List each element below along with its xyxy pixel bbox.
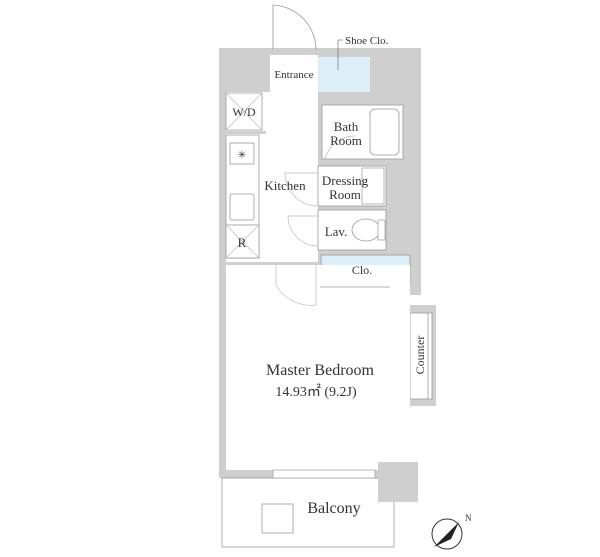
label-lavatory: Lav. <box>325 224 348 239</box>
master-bedroom <box>226 265 410 470</box>
label-master-bedroom: Master Bedroom <box>266 362 375 379</box>
entrance <box>270 55 318 92</box>
bedroom-door <box>275 265 317 306</box>
toilet-icon <box>351 218 381 242</box>
hatch-icon <box>261 503 294 534</box>
label-closet: Clo. <box>352 263 372 277</box>
sink-icon <box>229 193 255 221</box>
lavatory-door <box>287 215 319 247</box>
label-master-bedroom-area: 14.93㎡ (9.2J) <box>275 384 357 400</box>
entrance-door <box>272 4 317 51</box>
dressing-door <box>284 172 319 207</box>
bathtub-icon <box>369 108 400 156</box>
label-counter: Counter <box>413 336 427 375</box>
label-bath-room: Room <box>330 133 362 148</box>
compass-north-label: N <box>465 513 472 523</box>
label-dressing-room: Room <box>329 187 361 202</box>
label-washer-dryer: W/D <box>232 105 256 119</box>
svg-text:✳: ✳ <box>238 150 246 161</box>
label-dressing: Dressing <box>322 173 369 188</box>
label-kitchen: Kitchen <box>264 178 306 193</box>
label-shoe-closet: Shoe Clo. <box>345 35 389 47</box>
label-balcony: Balcony <box>307 500 360 517</box>
compass-icon: N <box>431 513 472 550</box>
stove-icon <box>229 142 255 165</box>
balcony-window <box>272 469 376 479</box>
balcony <box>221 477 395 548</box>
shoe-closet <box>318 57 370 92</box>
label-entrance: Entrance <box>274 69 313 81</box>
label-refrigerator: R <box>238 235 247 250</box>
bath-door <box>324 135 356 161</box>
label-bath: Bath <box>334 119 359 134</box>
